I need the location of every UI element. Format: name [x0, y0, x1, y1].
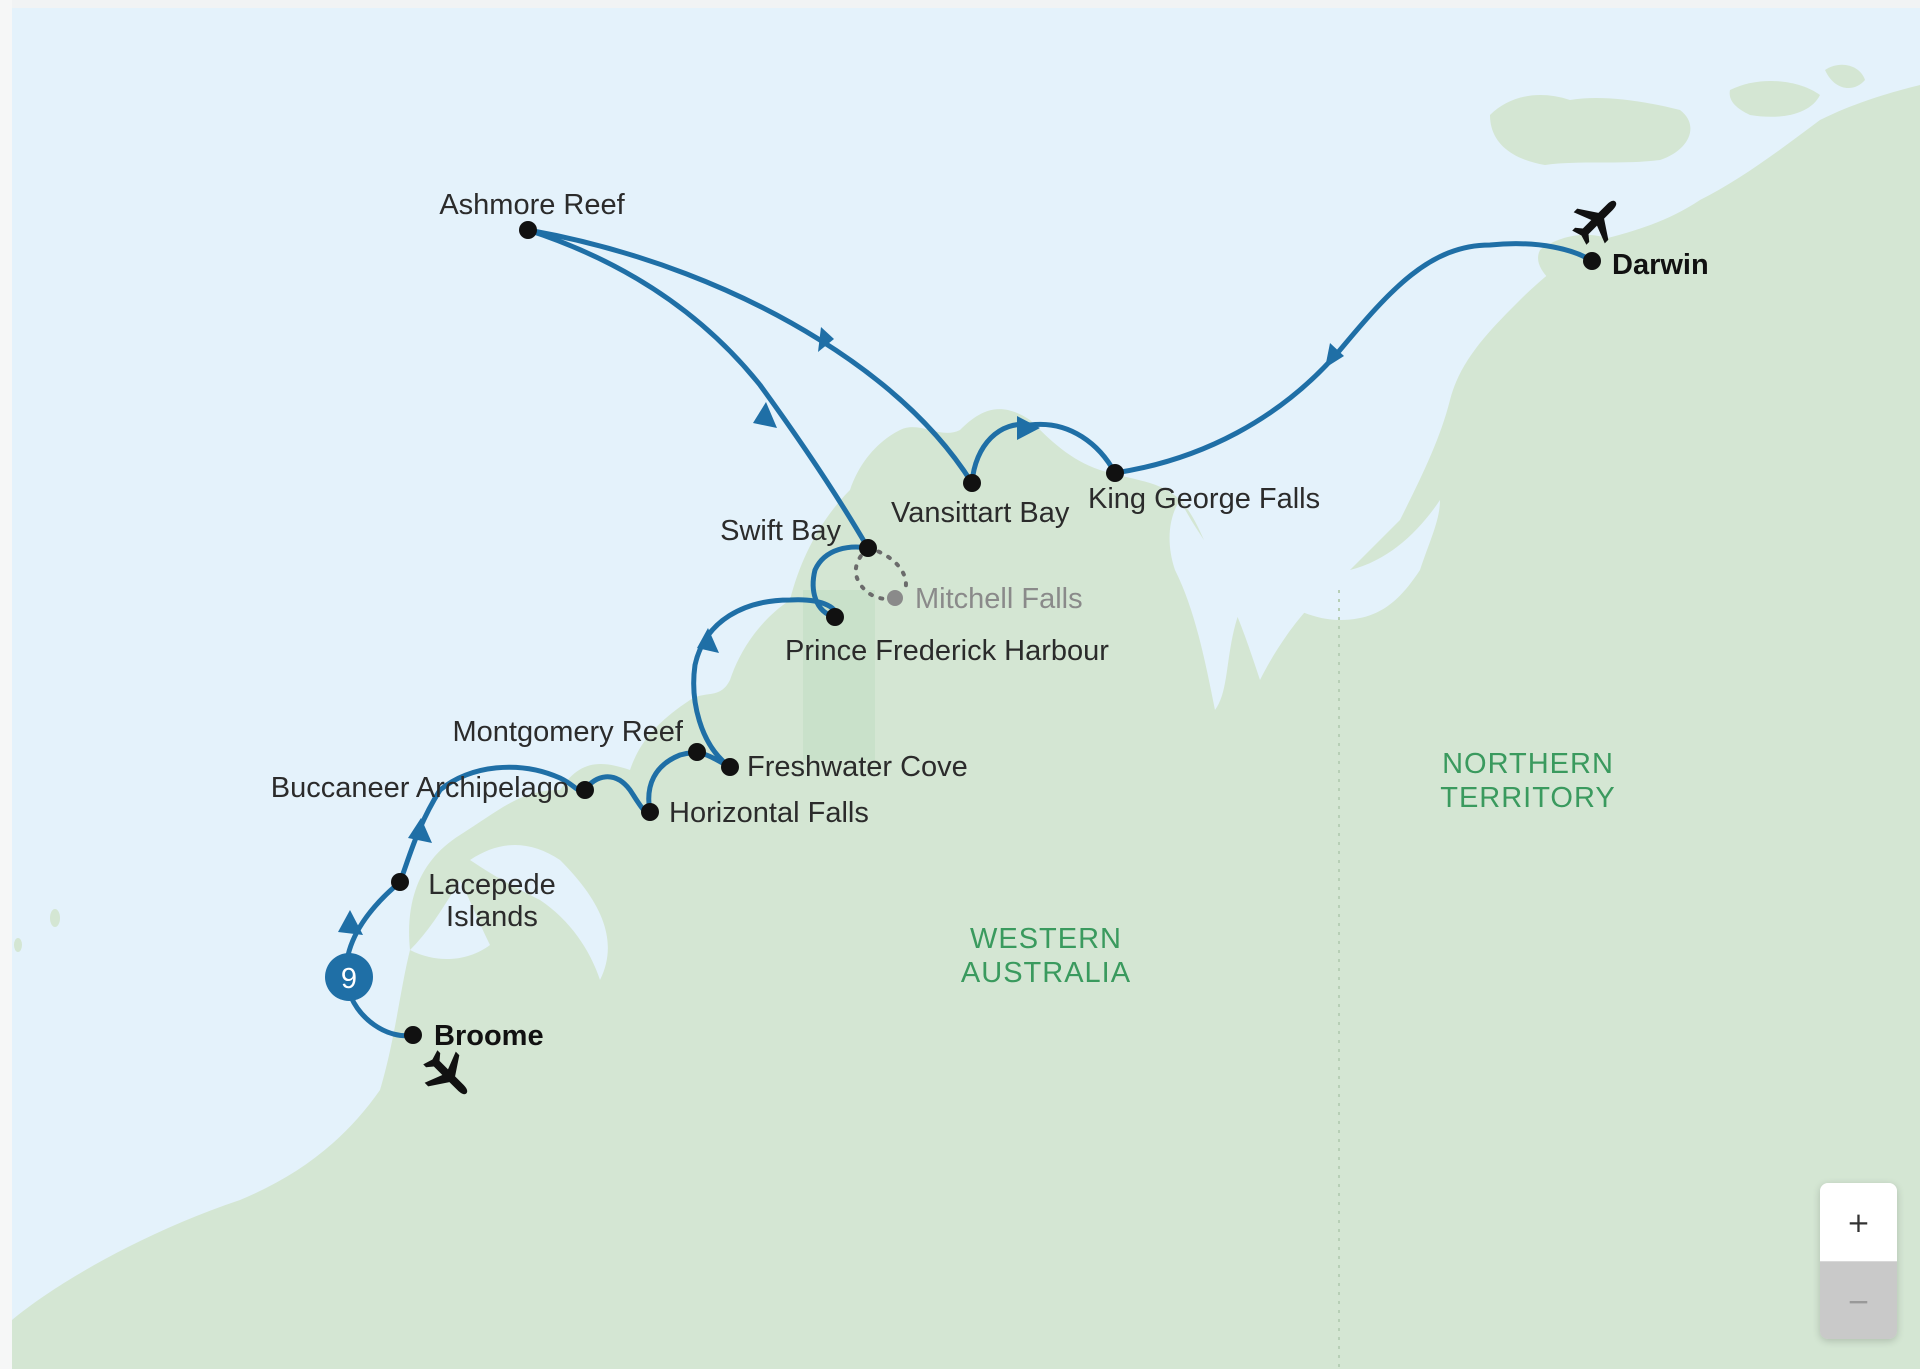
- stop-label-mitchell[interactable]: Mitchell Falls: [915, 583, 1083, 615]
- map-top-border: [0, 0, 1920, 8]
- inlet-king-sound: [470, 845, 608, 980]
- route-arrow: [697, 628, 719, 653]
- route-arrows: [338, 327, 1344, 935]
- route-arrow: [1017, 416, 1040, 440]
- inlet-joseph-bonaparte: [1230, 500, 1440, 620]
- inlet-cambridge-gulf: [1169, 500, 1240, 710]
- stop-label-vansittart[interactable]: Vansittart Bay: [891, 497, 1070, 529]
- stop-dot-freshwater[interactable]: [721, 758, 739, 776]
- airplane-icon: [1572, 200, 1617, 245]
- stop-dot-vansittart[interactable]: [963, 474, 981, 492]
- dampier-bay: [410, 880, 490, 960]
- route-ashmore-vansittart: [525, 227, 975, 486]
- stop-label-lacepede-line1[interactable]: Lacepede: [428, 869, 555, 901]
- stop-label-montgomery[interactable]: Montgomery Reef: [453, 716, 684, 748]
- stop-dot-horizontal[interactable]: [641, 803, 659, 821]
- day-count-badge: 9: [325, 953, 373, 1001]
- stop-dot-broome[interactable]: [404, 1026, 422, 1044]
- tiwi-islands: [1490, 95, 1691, 165]
- stop-label-prince[interactable]: Prince Frederick Harbour: [785, 635, 1109, 667]
- route-mitchell-excursion: [853, 546, 897, 601]
- stop-label-broome[interactable]: Broome: [434, 1020, 544, 1052]
- stop-label-kinggeorge[interactable]: King George Falls: [1088, 483, 1320, 515]
- route-swift-ashmore: [525, 227, 871, 551]
- route-arrow: [338, 910, 363, 935]
- island-small-2: [1825, 64, 1865, 89]
- island-west-2: [14, 938, 22, 952]
- zoom-out-button[interactable]: −: [1820, 1262, 1897, 1339]
- stop-label-darwin[interactable]: Darwin: [1612, 249, 1709, 281]
- island-small-1: [1729, 80, 1820, 117]
- day-count-text: 9: [341, 963, 357, 995]
- map-left-border: [0, 0, 12, 1369]
- stop-label-swift[interactable]: Swift Bay: [720, 515, 841, 547]
- stop-dot-mitchell[interactable]: [887, 590, 903, 606]
- stop-label-lacepede-line2[interactable]: Islands: [446, 901, 538, 933]
- zoom-control: + −: [1820, 1183, 1897, 1339]
- route-arrow: [818, 327, 834, 352]
- route-mitchell-excursion-2: [866, 546, 908, 592]
- stop-dot-kinggeorge[interactable]: [1106, 464, 1124, 482]
- stop-label-horizontal[interactable]: Horizontal Falls: [669, 797, 869, 829]
- stop-label-buccaneer[interactable]: Buccaneer Archipelago: [271, 772, 569, 804]
- stop-dot-ashmore[interactable]: [519, 221, 537, 239]
- region-label-nt-line2: TERRITORY: [1440, 782, 1616, 814]
- route-prince-swift: [810, 544, 871, 620]
- stop-label-freshwater[interactable]: Freshwater Cove: [747, 751, 968, 783]
- island-west-1: [50, 909, 60, 927]
- route-arrow: [1325, 343, 1344, 368]
- stop-dot-prince[interactable]: [826, 608, 844, 626]
- stop-dot-buccaneer[interactable]: [576, 781, 594, 799]
- stop-dot-swift[interactable]: [859, 539, 877, 557]
- region-label-wa-line1: WESTERN: [970, 923, 1122, 955]
- stop-dot-lacepede[interactable]: [391, 873, 409, 891]
- route-lacepede-buccaneer: [397, 764, 588, 885]
- route-arrow: [408, 818, 432, 843]
- zoom-in-button[interactable]: +: [1820, 1183, 1897, 1262]
- region-label-wa-line2: AUSTRALIA: [961, 957, 1131, 989]
- stop-dots: [391, 221, 1601, 1044]
- stop-dot-darwin[interactable]: [1583, 252, 1601, 270]
- route-arrow: [753, 402, 777, 428]
- stop-dot-montgomery[interactable]: [688, 743, 706, 761]
- airplane-icon: [423, 1050, 468, 1095]
- route-kinggeorge-darwin: [1112, 241, 1595, 476]
- mainland-landmass: [12, 85, 1920, 1369]
- region-label-nt-line1: NORTHERN: [1442, 748, 1614, 780]
- stop-label-ashmore[interactable]: Ashmore Reef: [439, 189, 625, 221]
